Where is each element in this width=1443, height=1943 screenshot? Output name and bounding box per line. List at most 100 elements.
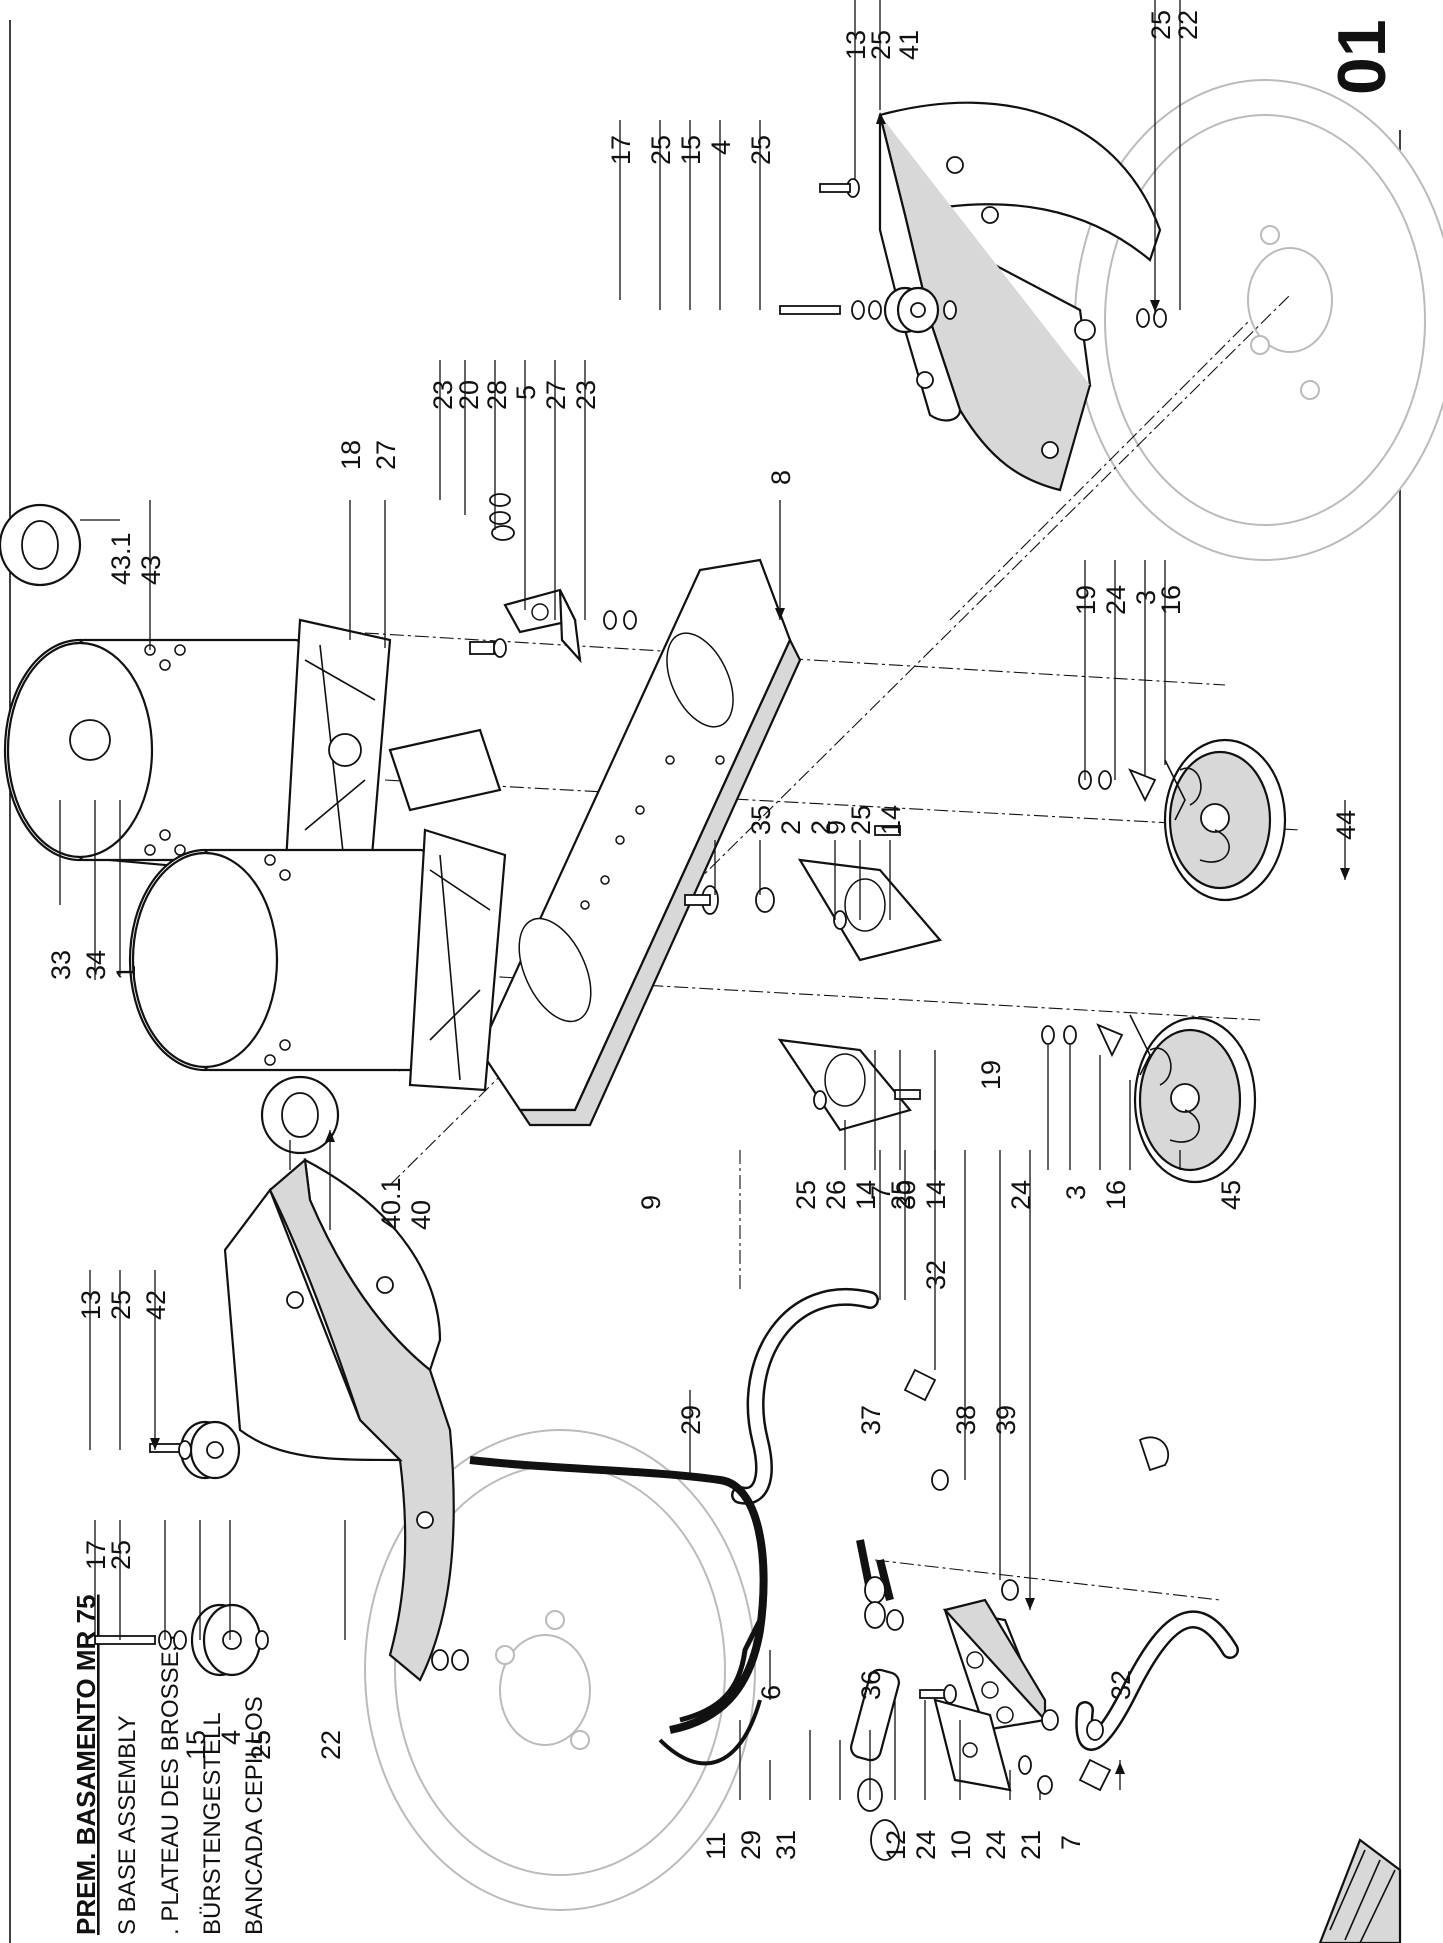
callout-motor-left-40: 40 [406,1200,436,1230]
manufacturer-logo [1318,1838,1402,1943]
callout-bracket-5: 5 [511,385,541,400]
callout-bracket-23b: 23 [571,380,601,410]
callout-left-guard-4: 4 [216,1730,246,1745]
callout-pin-2b: 2 [806,820,836,835]
callout-hoses-7: 7 [866,1185,896,1200]
callout-hoses-11: 11 [701,1832,731,1860]
callout-hoses-39: 39 [991,1405,1021,1435]
callout-top-right-22: 22 [1173,10,1203,40]
callout-left-hub-3: 3 [1061,1185,1091,1200]
callout-top-right-25b: 25 [1146,10,1176,40]
callout-hoses-36: 36 [856,1670,886,1700]
valve-block [864,1368,1170,1792]
callout-left-hub-14: 14 [851,1180,881,1210]
title-english: S BASE ASSEMBLY [114,1715,141,1935]
callout-hoses-21: 21 [1016,1830,1046,1860]
callout-wheel-right-17: 17 [606,135,636,165]
callout-motor-top-43: 43 [136,555,166,585]
callout-bracket-23: 23 [428,380,458,410]
clamp-plate-left [777,1038,912,1132]
callout-left-guard-15: 15 [181,1730,211,1760]
title-french: . PLATEAU DES BROSSES [157,1635,184,1935]
center-pins [684,825,921,1110]
callout-motor-left-1: 1 [111,965,141,980]
clamp-plate-right [797,858,942,962]
callout-bracket-28: 28 [482,380,512,410]
callout-left-hub-9: 9 [636,1195,666,1210]
callout-plate-right-14: 14 [876,805,906,835]
callout-wheel-right-25: 25 [646,135,676,165]
callout-motor-left-34: 34 [81,950,111,980]
right-wheel [779,178,1167,334]
callout-top-right-13: 13 [841,30,871,60]
callout-wheel-right-15: 15 [676,135,706,165]
callout-hoses-30: 30 [891,1180,921,1210]
callout-left-hub-26: 26 [821,1180,851,1210]
right-brush-motor [3,618,392,882]
callout-hoses-7b: 7 [1056,1835,1086,1850]
callout-left-hub-24: 24 [1006,1180,1036,1210]
callout-hoses-10: 10 [946,1830,976,1860]
callout-right-hub-3: 3 [1131,590,1161,605]
callout-motor-left-33: 33 [46,950,76,980]
top-bracket [469,493,637,664]
callout-hoses-37: 37 [856,1405,886,1435]
callout-left-guard-25: 25 [106,1290,136,1320]
callout-left-guard-13: 13 [76,1290,106,1320]
callout-pin-35: 35 [746,805,776,835]
title-main: PREM. BASAMENTO MR 75 [71,1595,101,1935]
callout-plate-right-25: 25 [846,805,876,835]
callout-right-hub-16: 16 [1156,585,1186,615]
detail-magnifier-top [0,503,82,587]
callout-hoses-24: 24 [911,1830,941,1860]
callout-left-hub-19: 19 [976,1060,1006,1090]
callout-hoses-32: 32 [921,1260,951,1290]
callout-hoses-32b: 32 [1106,1670,1136,1700]
callout-left-guard-17: 17 [81,1540,111,1570]
brush-left-ghost [364,1429,756,1911]
callout-left-hub-25: 25 [791,1180,821,1210]
callout-motor-top-43-1: 43.1 [106,532,136,585]
callout-frame-8: 8 [766,470,796,485]
callout-left-hub-14b: 14 [921,1180,951,1210]
callout-left-guard-25c: 25 [246,1730,276,1760]
callout-top-right-41: 41 [894,30,924,60]
callout-left-hub-25b: 25 [886,1180,916,1210]
detail-magnifier-left [260,1075,340,1155]
callout-hoses-31: 31 [771,1830,801,1860]
page-number: 01 [1324,19,1400,95]
callout-hoses-29b: 29 [736,1830,766,1860]
callout-left-guard-25b: 25 [106,1540,136,1570]
callout-left-guard-42: 42 [141,1290,171,1320]
brush-right-ghost [1074,79,1443,561]
callout-left-hub-45: 45 [1216,1180,1246,1210]
right-brush-guard [878,101,1162,492]
callout-hoses-29: 29 [676,1405,706,1435]
water-hoses [469,1287,1239,1766]
callout-right-hub-19: 19 [1071,585,1101,615]
title-german: BÜRSTENGESTELL [199,1712,226,1935]
callout-hoses-12: 12 [881,1830,911,1860]
callout-right-hub-24: 24 [1101,585,1131,615]
title-block: PREM. BASAMENTO MR 75 S BASE ASSEMBLY . … [71,1595,268,1935]
callout-left-hub-16: 16 [1101,1180,1131,1210]
callout-left-guard-22: 22 [316,1730,346,1760]
left-brush-hub [1041,1014,1257,1184]
callout-hoses-6: 6 [756,1685,786,1700]
callout-hoses-24b: 24 [981,1830,1011,1860]
callout-motor-left-40-1: 40.1 [376,1177,406,1230]
callout-bracket-20: 20 [454,380,484,410]
arrowheads [150,112,1350,1774]
callout-frame-27: 27 [371,440,401,470]
right-brush-hub [1078,738,1287,902]
left-brush-guard [223,1157,455,1682]
callout-frame-18: 18 [336,440,366,470]
left-brush-motor [128,828,507,1092]
callout-plate-right-9: 9 [821,820,851,835]
leader-lines [59,0,1346,1800]
callout-wheel-right-25b: 25 [746,135,776,165]
callout-right-hub-44: 44 [1331,810,1361,840]
title-spanish: BANCADA CEPILLOS [241,1696,268,1935]
callout-hoses-38: 38 [951,1405,981,1435]
